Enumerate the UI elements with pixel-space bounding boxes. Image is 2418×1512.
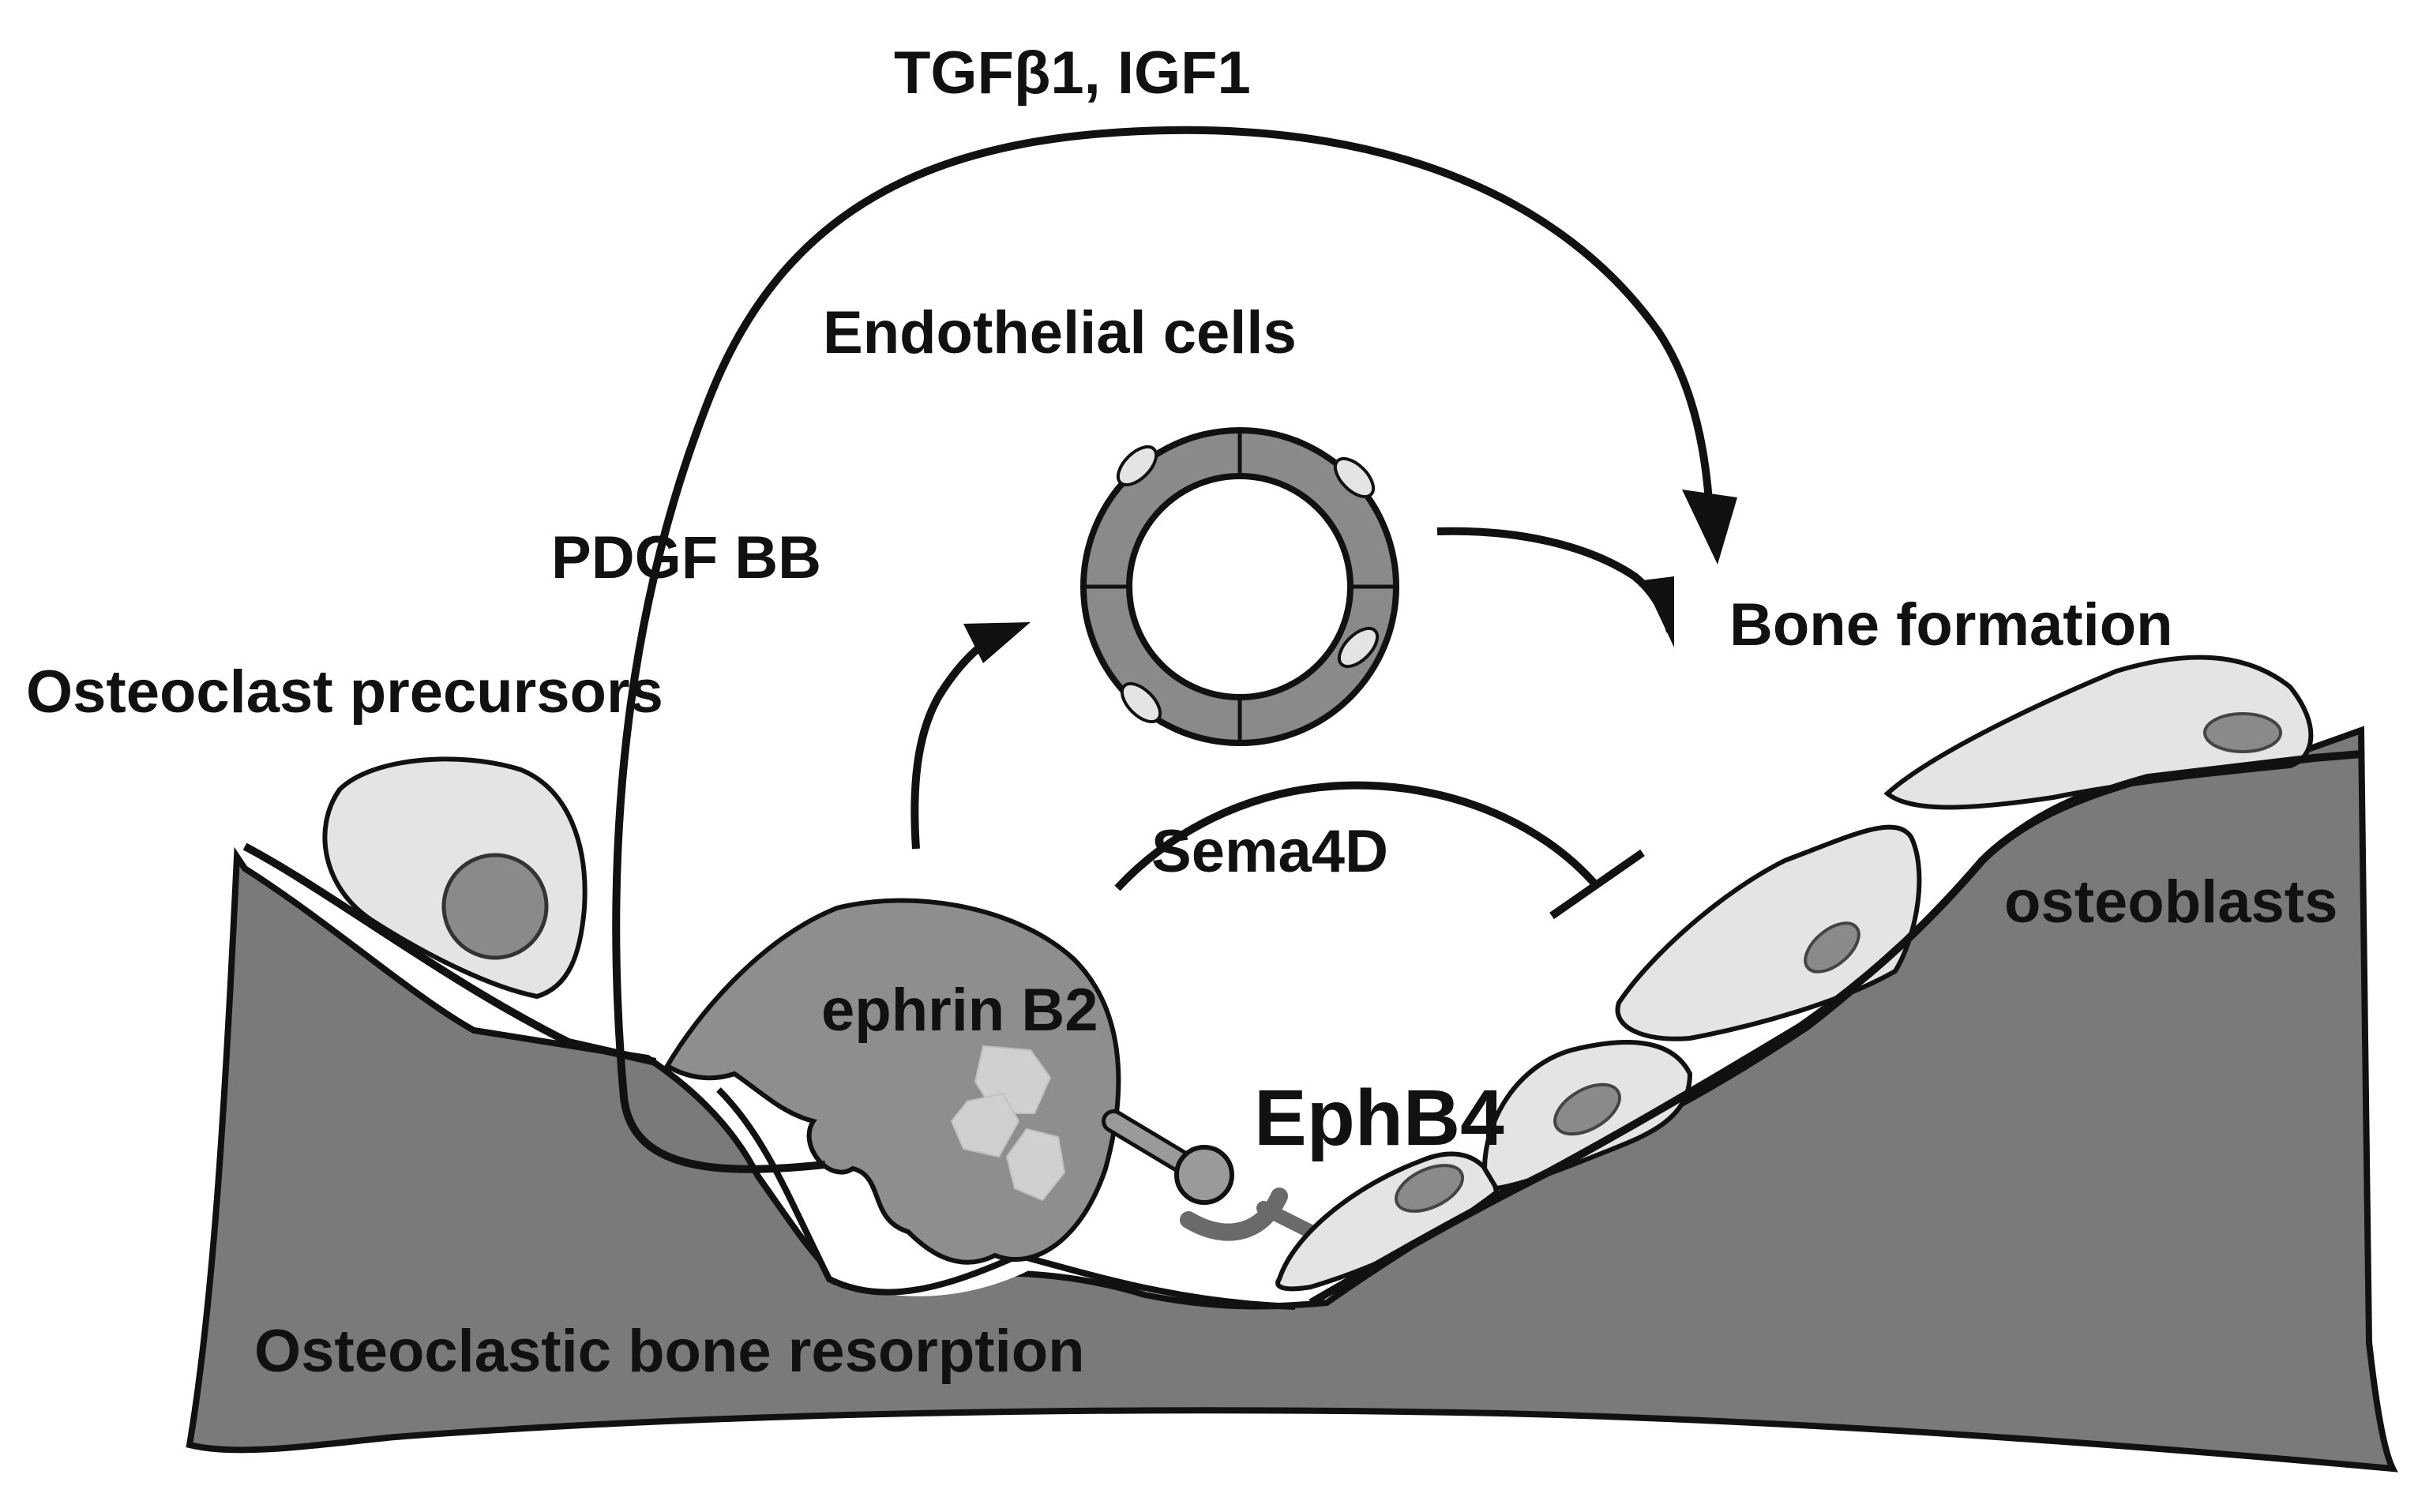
arrowhead xyxy=(1643,576,1674,647)
osteoclast-to-vessel-arrow xyxy=(911,624,1013,850)
osteoblast-nucleus xyxy=(1804,921,1860,974)
signaling-loop-arrow xyxy=(612,126,1714,1173)
ephrin-b2-ligand xyxy=(1174,1145,1234,1205)
osteoclast-nucleus xyxy=(1005,1127,1066,1202)
bone-surface-line-right xyxy=(1308,750,2362,1307)
label-ephrin-b2: ephrin B2 xyxy=(821,977,1098,1044)
endothelial-nucleus xyxy=(1120,681,1162,724)
label-bone-formation: Bone formation xyxy=(1729,591,2173,658)
label-osteoclast-precursors: Osteoclast precursors xyxy=(26,658,663,726)
bone-surface-line xyxy=(242,842,657,1066)
osteoblast-cell xyxy=(1615,824,1922,1041)
blood-vessel-lumen xyxy=(1126,473,1354,700)
endothelial-nucleus xyxy=(1333,456,1376,499)
endothelial-nucleus xyxy=(1337,626,1380,669)
label-osteoblasts: osteoblasts xyxy=(2004,869,2337,936)
osteoclast-nucleus xyxy=(950,1092,1020,1158)
precursor-nucleus xyxy=(441,853,549,960)
label-tgf-igf: TGFβ1, IGF1 xyxy=(894,39,1251,107)
resorption-pit-outline xyxy=(716,1087,1296,1310)
arrowhead xyxy=(1682,490,1737,565)
label-sema4d: Sema4D xyxy=(1151,818,1388,885)
sema4d-inhibition-line xyxy=(1114,781,1598,891)
vessel-to-bone-arrow xyxy=(1436,527,1674,633)
osteoblast-nucleus xyxy=(1553,1082,1621,1136)
osteoblast-nucleus xyxy=(1394,1164,1465,1213)
label-pdgf-bb: PDGF BB xyxy=(551,524,821,591)
label-endothelial-cells: Endothelial cells xyxy=(823,299,1297,366)
label-ephb4: EphB4 xyxy=(1254,1074,1504,1162)
arrowhead xyxy=(963,622,1031,663)
endothelial-nucleus xyxy=(1116,445,1158,487)
osteoclast-cell xyxy=(663,898,1121,1265)
label-osteoclastic-bone-resorption: Osteoclastic bone resorption xyxy=(254,1318,1085,1385)
inhibition-bar xyxy=(1549,849,1645,920)
osteoblast-nucleus xyxy=(2203,712,2282,753)
